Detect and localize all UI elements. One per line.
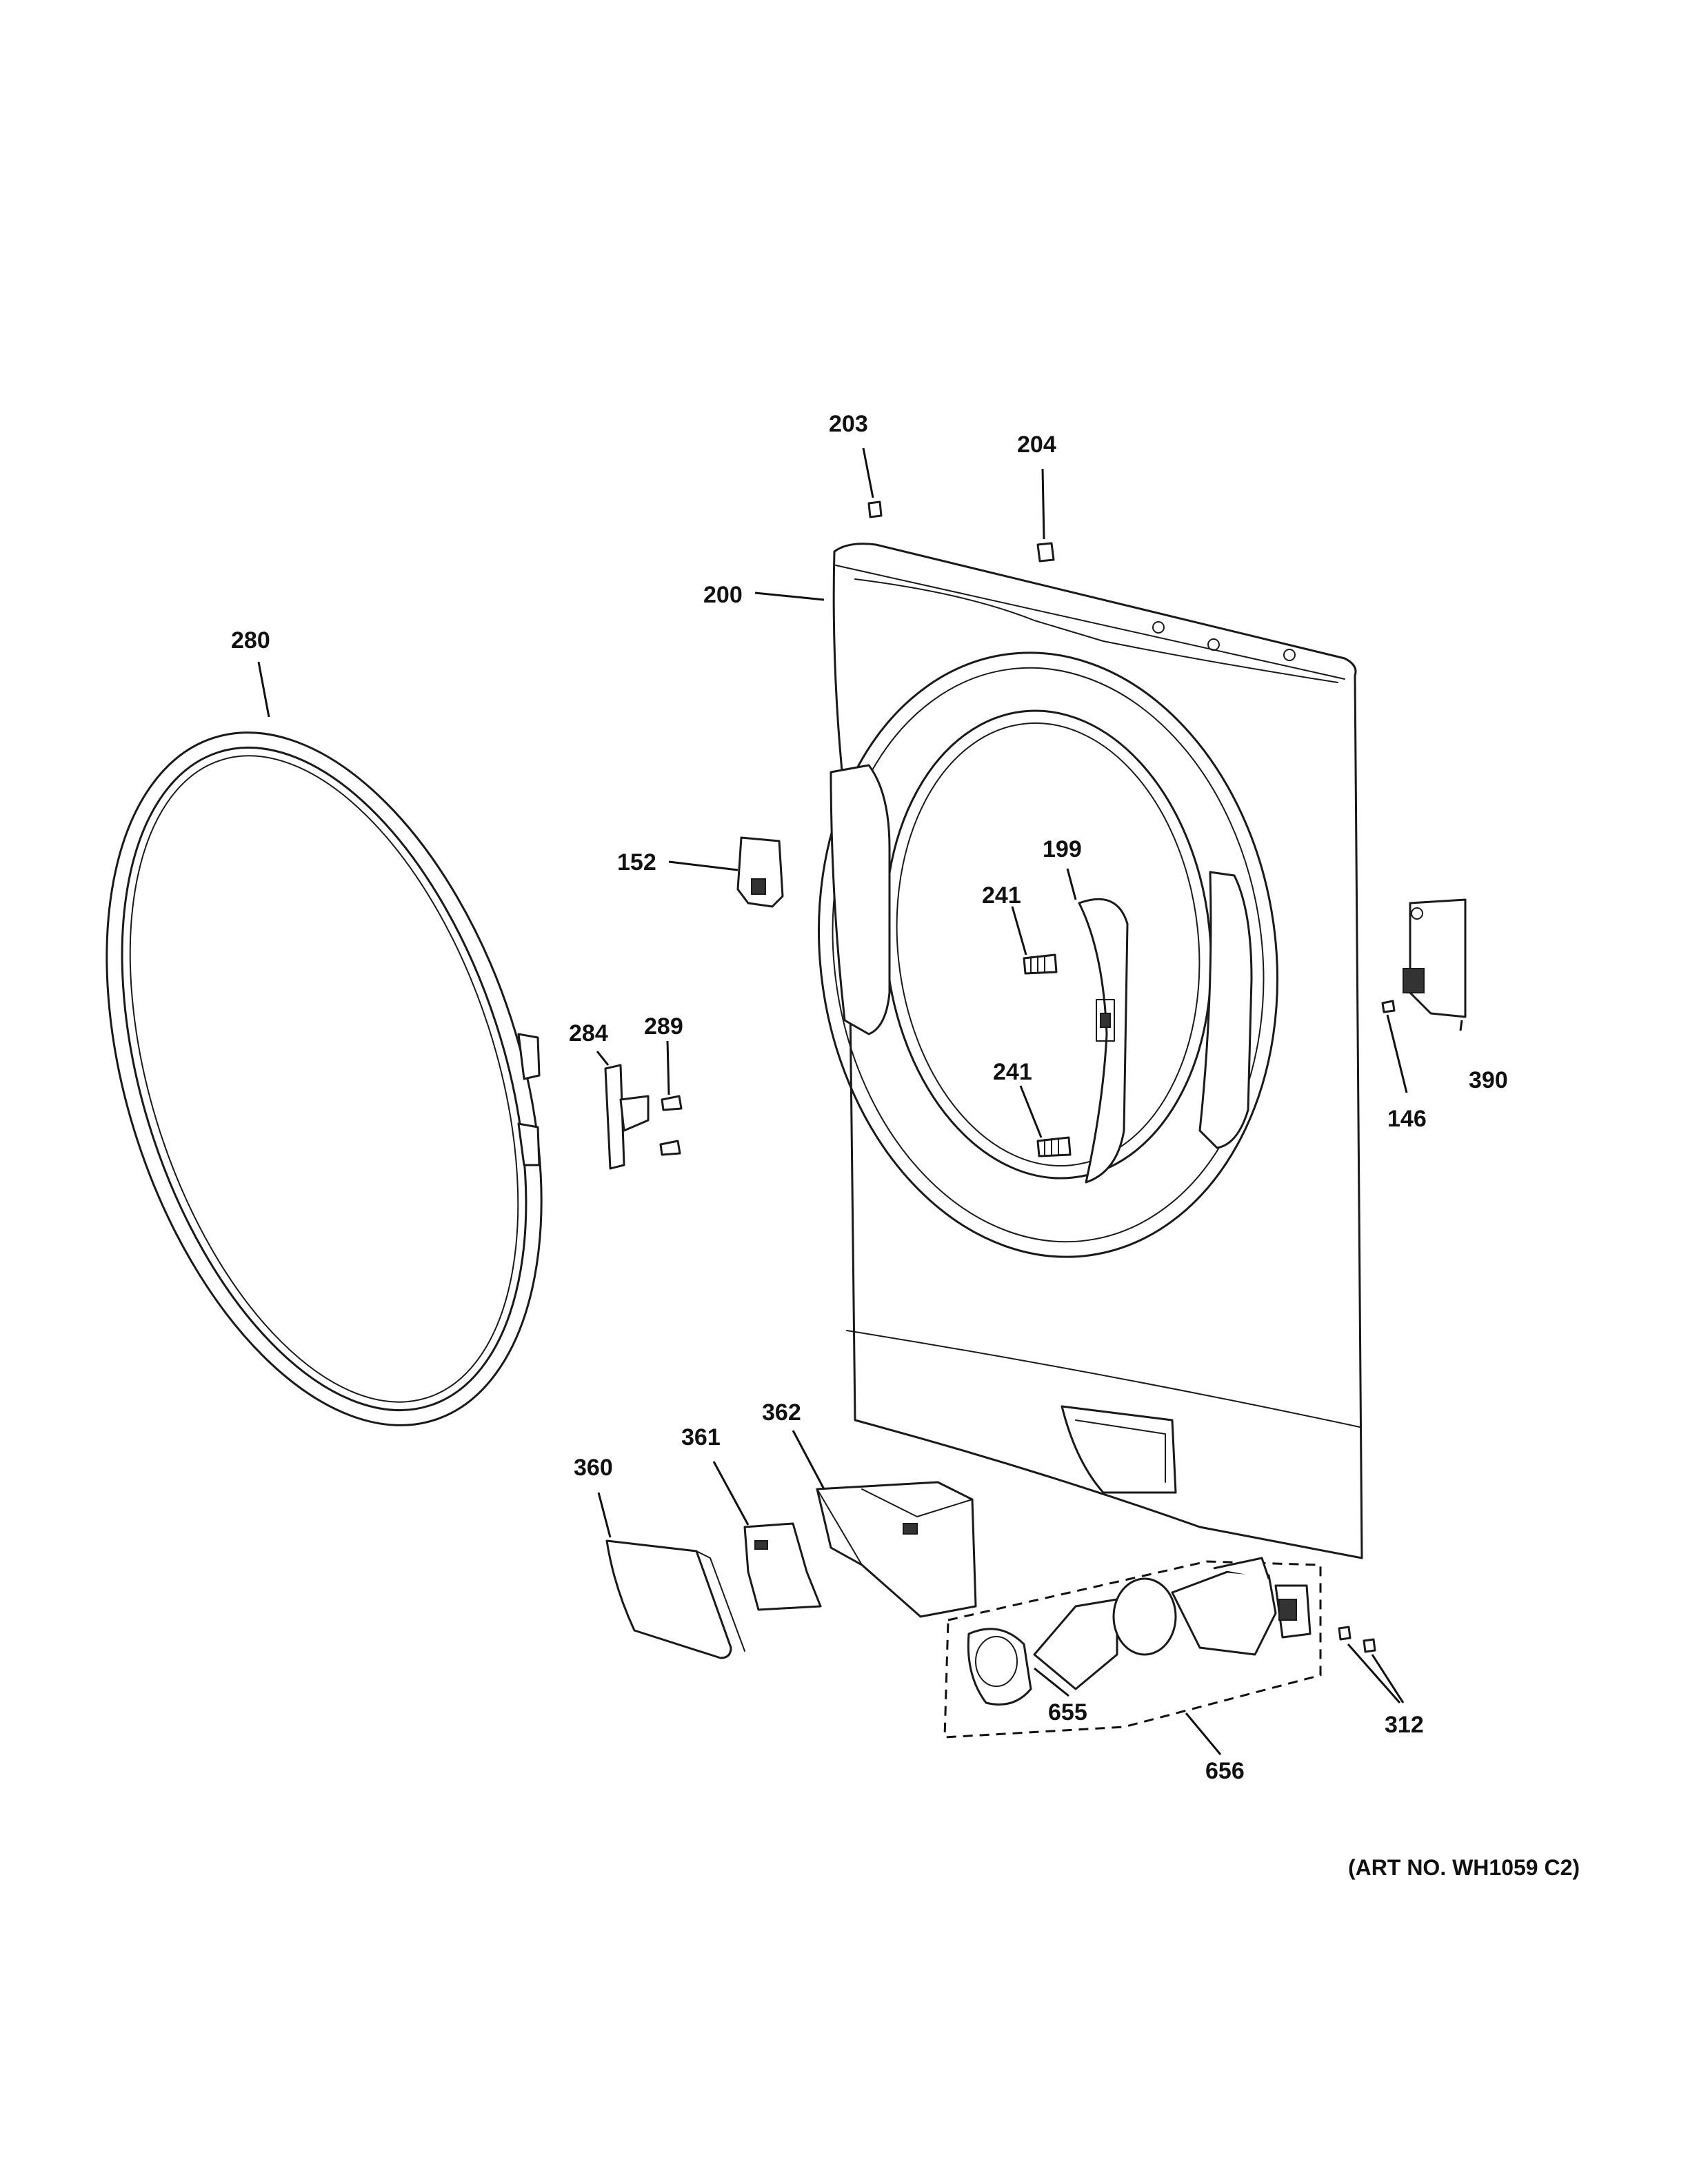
access-door-part	[605, 1539, 745, 1659]
callout-241-lower: 241	[993, 1059, 1032, 1085]
front-panel-part	[818, 543, 1363, 1559]
callout-204: 204	[1017, 432, 1056, 458]
drain-pump-part	[1033, 1557, 1312, 1690]
callout-labels: 203 204 200 280 152 199 241 241 284 289 …	[231, 411, 1508, 1784]
callout-200: 200	[703, 582, 743, 608]
callout-146: 146	[1387, 1106, 1427, 1132]
drain-housing-part	[816, 1481, 977, 1618]
callout-656: 656	[1205, 1758, 1245, 1784]
callout-362: 362	[762, 1399, 801, 1426]
hinge-bracket-part	[604, 1064, 650, 1170]
callout-241-upper: 241	[982, 882, 1021, 909]
leader-lines	[257, 447, 1463, 1755]
access-bracket-part	[743, 1522, 822, 1611]
screw-204	[1036, 542, 1055, 563]
door-handle-part	[1078, 898, 1129, 1184]
latch-switch-part	[736, 836, 784, 908]
art-number: (ART NO. WH1059 C2)	[1348, 1855, 1580, 1880]
callout-655: 655	[1048, 1699, 1087, 1726]
callout-284: 284	[569, 1020, 608, 1046]
callout-390: 390	[1469, 1067, 1508, 1093]
callout-199: 199	[1043, 836, 1082, 862]
callout-152: 152	[617, 849, 656, 876]
callout-360: 360	[574, 1455, 613, 1481]
callout-280: 280	[231, 627, 270, 654]
callout-361: 361	[681, 1424, 721, 1450]
screw-203	[867, 501, 883, 518]
drain-filter-part	[967, 1628, 1032, 1706]
screw-241-upper	[1023, 953, 1058, 975]
callout-203: 203	[829, 411, 868, 437]
pump-assembly-boundary	[943, 1560, 1322, 1739]
screw-312-pair	[1338, 1626, 1376, 1653]
screw-146	[1381, 1000, 1396, 1013]
door-lock-part	[1403, 898, 1467, 1018]
screw-289-pair	[659, 1095, 683, 1156]
callout-289: 289	[644, 1013, 683, 1040]
screw-241-lower	[1036, 1136, 1072, 1157]
door-ring-part	[106, 731, 543, 1426]
callout-312: 312	[1385, 1712, 1424, 1738]
